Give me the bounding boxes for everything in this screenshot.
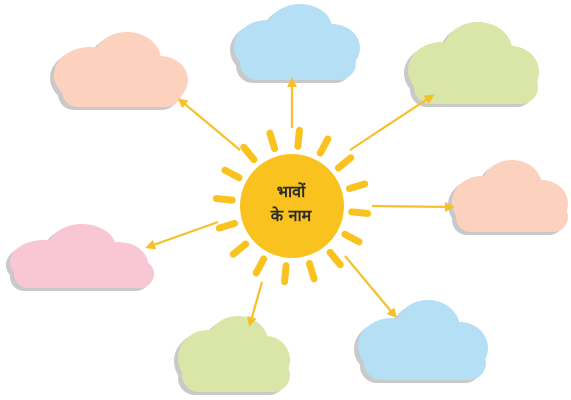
sun-label-line2: के नाम [270, 206, 312, 225]
cloud-bottom-center [174, 316, 290, 395]
sun-label: भावों के नाम [246, 180, 336, 228]
cloud-left [6, 224, 154, 291]
arrow-to-left [145, 220, 219, 250]
sun-ray [294, 126, 303, 150]
sun-ray [334, 154, 355, 172]
cloud-top-left [50, 32, 188, 110]
arrow-to-top-left [177, 98, 241, 151]
arrow-to-bottom-right [344, 255, 397, 319]
sun-ray [316, 135, 332, 157]
sun-ray [348, 208, 372, 217]
sun-rays [212, 126, 372, 286]
sun-ray [305, 259, 318, 283]
sun-ray [229, 240, 250, 258]
sun-disc [240, 154, 344, 258]
sun [212, 126, 372, 286]
cloud-top-right [404, 22, 539, 107]
sun-ray [345, 180, 369, 193]
sun-ray [212, 195, 236, 204]
sun-ray [221, 166, 243, 182]
sun-label-line1: भावों [276, 182, 306, 201]
sun-ray [252, 255, 268, 277]
cloud-bottom-right [354, 300, 488, 383]
sun-ray [326, 248, 344, 269]
arrows [145, 77, 455, 327]
sun-ray [266, 129, 279, 153]
arrow-to-right [371, 201, 455, 212]
sun-ray [240, 143, 258, 164]
sun-ray [281, 262, 290, 286]
arrow-to-bottom-center [247, 281, 264, 327]
cloud-right [448, 160, 568, 235]
sun-ray [215, 219, 239, 232]
arrow-to-top-right [349, 94, 435, 151]
sun-ray [341, 230, 363, 246]
cloud-top-center [230, 4, 360, 83]
